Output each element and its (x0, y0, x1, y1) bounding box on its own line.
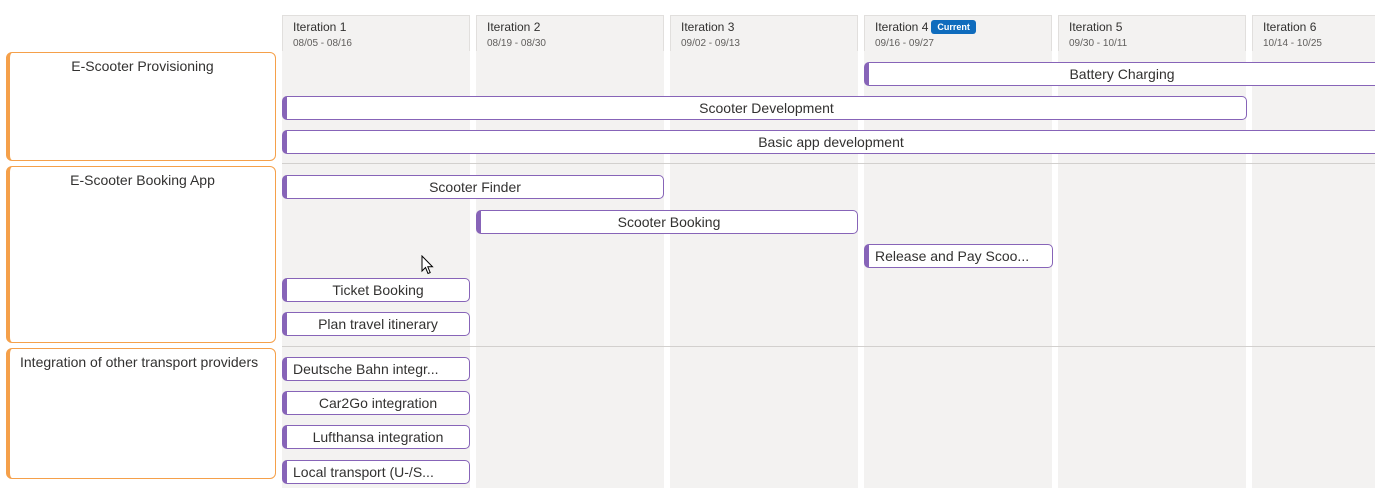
iteration-name: Iteration 3 (681, 20, 735, 34)
iteration-name-text: Iteration 4 (875, 20, 929, 34)
iteration-column (282, 51, 470, 488)
feature-scooter-booking[interactable]: Scooter Booking (476, 210, 858, 234)
feature-lufthansa-integration[interactable]: Lufthansa integration (282, 425, 470, 449)
iteration-dates: 08/05 - 08/16 (293, 38, 352, 49)
epic-title: Integration of other transport providers (20, 354, 259, 370)
iteration-header-3[interactable]: Iteration 3 09/02 - 09/13 (670, 15, 858, 51)
iteration-name: Iteration 5 (1069, 20, 1123, 34)
feature-ticket-booking[interactable]: Ticket Booking (282, 278, 470, 302)
feature-local-transport[interactable]: Local transport (U-/S... (282, 460, 470, 484)
feature-basic-app-development[interactable]: Basic app development (282, 130, 1375, 154)
iteration-header-2[interactable]: Iteration 2 08/19 - 08/30 (476, 15, 664, 51)
epic-card-e-scooter-provisioning[interactable]: E-Scooter Provisioning (6, 52, 276, 161)
iteration-column (864, 51, 1052, 488)
feature-deutsche-bahn-integration[interactable]: Deutsche Bahn integr... (282, 357, 470, 381)
epic-title: E-Scooter Booking App (70, 172, 215, 188)
epic-card-integration-transport-providers[interactable]: Integration of other transport providers (6, 348, 276, 479)
feature-release-and-pay[interactable]: Release and Pay Scoo... (864, 244, 1053, 268)
row-separator (282, 163, 1375, 164)
iteration-column (1058, 51, 1246, 488)
feature-plan-travel-itinerary[interactable]: Plan travel itinerary (282, 312, 470, 336)
feature-scooter-development[interactable]: Scooter Development (282, 96, 1247, 120)
mouse-cursor-icon (421, 255, 434, 275)
epic-card-e-scooter-booking-app[interactable]: E-Scooter Booking App (6, 166, 276, 343)
iteration-column (1252, 51, 1375, 488)
iteration-column (476, 51, 664, 488)
iteration-dates: 08/19 - 08/30 (487, 38, 546, 49)
feature-car2go-integration[interactable]: Car2Go integration (282, 391, 470, 415)
row-separator (282, 346, 1375, 347)
iteration-column (670, 51, 858, 488)
iteration-dates: 10/14 - 10/25 (1263, 38, 1322, 49)
iteration-name: Iteration 1 (293, 20, 347, 34)
iteration-name: Iteration 2 (487, 20, 541, 34)
iteration-header-6[interactable]: Iteration 6 10/14 - 10/25 (1252, 15, 1375, 51)
iteration-dates: 09/02 - 09/13 (681, 38, 740, 49)
iteration-dates: 09/30 - 10/11 (1069, 38, 1128, 49)
current-badge: Current (931, 20, 976, 34)
iteration-header-1[interactable]: Iteration 1 08/05 - 08/16 (282, 15, 470, 51)
iteration-name: Iteration 6 (1263, 20, 1317, 34)
epic-title: E-Scooter Provisioning (71, 58, 214, 74)
feature-scooter-finder[interactable]: Scooter Finder (282, 175, 664, 199)
feature-battery-charging[interactable]: Battery Charging (864, 62, 1375, 86)
iteration-dates: 09/16 - 09/27 (875, 38, 934, 49)
iteration-header-5[interactable]: Iteration 5 09/30 - 10/11 (1058, 15, 1246, 51)
